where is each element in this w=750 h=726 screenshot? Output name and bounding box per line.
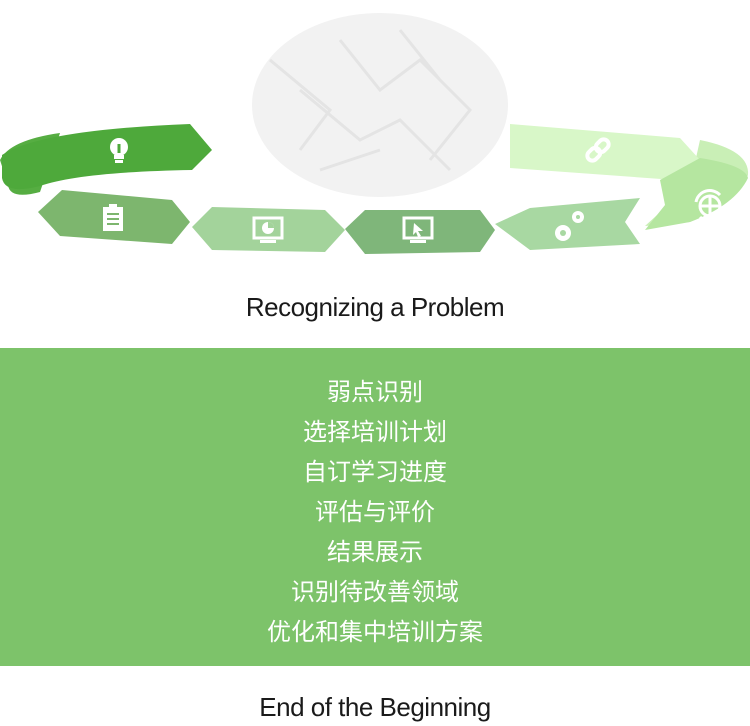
world-map-watermark xyxy=(252,13,508,197)
stage-globe-refresh xyxy=(645,158,748,230)
step-item: 选择培训计划 xyxy=(303,418,447,446)
steps-list: 弱点识别 选择培训计划 自订学习进度 评估与评价 结果展示 识别待改善领域 优化… xyxy=(0,348,750,652)
gears-icon xyxy=(555,211,584,241)
cursor-screen-icon xyxy=(402,216,434,243)
stage-pie-chart-screen xyxy=(192,207,345,252)
step-item: 识别待改善领域 xyxy=(291,578,459,606)
stage-gears xyxy=(495,198,640,250)
steps-panel: 弱点识别 选择培训计划 自订学习进度 评估与评价 结果展示 识别待改善领域 优化… xyxy=(0,348,750,666)
stage-link xyxy=(510,124,700,180)
lightbulb-icon xyxy=(110,138,128,163)
pie-chart-screen-icon xyxy=(252,216,284,243)
link-icon xyxy=(585,137,611,163)
bottom-heading: End of the Beginning xyxy=(259,692,491,722)
top-heading: Recognizing a Problem xyxy=(245,292,505,322)
step-item: 自订学习进度 xyxy=(303,458,447,486)
stage-cursor-screen xyxy=(345,210,495,254)
step-item: 结果展示 xyxy=(327,538,423,566)
process-cycle-diagram xyxy=(0,13,749,254)
clipboard-checklist-icon xyxy=(103,204,123,231)
step-item: 弱点识别 xyxy=(327,378,423,406)
stage-lightbulb xyxy=(2,124,212,190)
globe-refresh-icon xyxy=(694,189,726,223)
step-item: 优化和集中培训方案 xyxy=(267,618,483,646)
stage-clipboard-checklist xyxy=(38,190,190,244)
world-map-watermark-lines xyxy=(269,29,473,172)
step-item: 评估与评价 xyxy=(315,498,435,526)
